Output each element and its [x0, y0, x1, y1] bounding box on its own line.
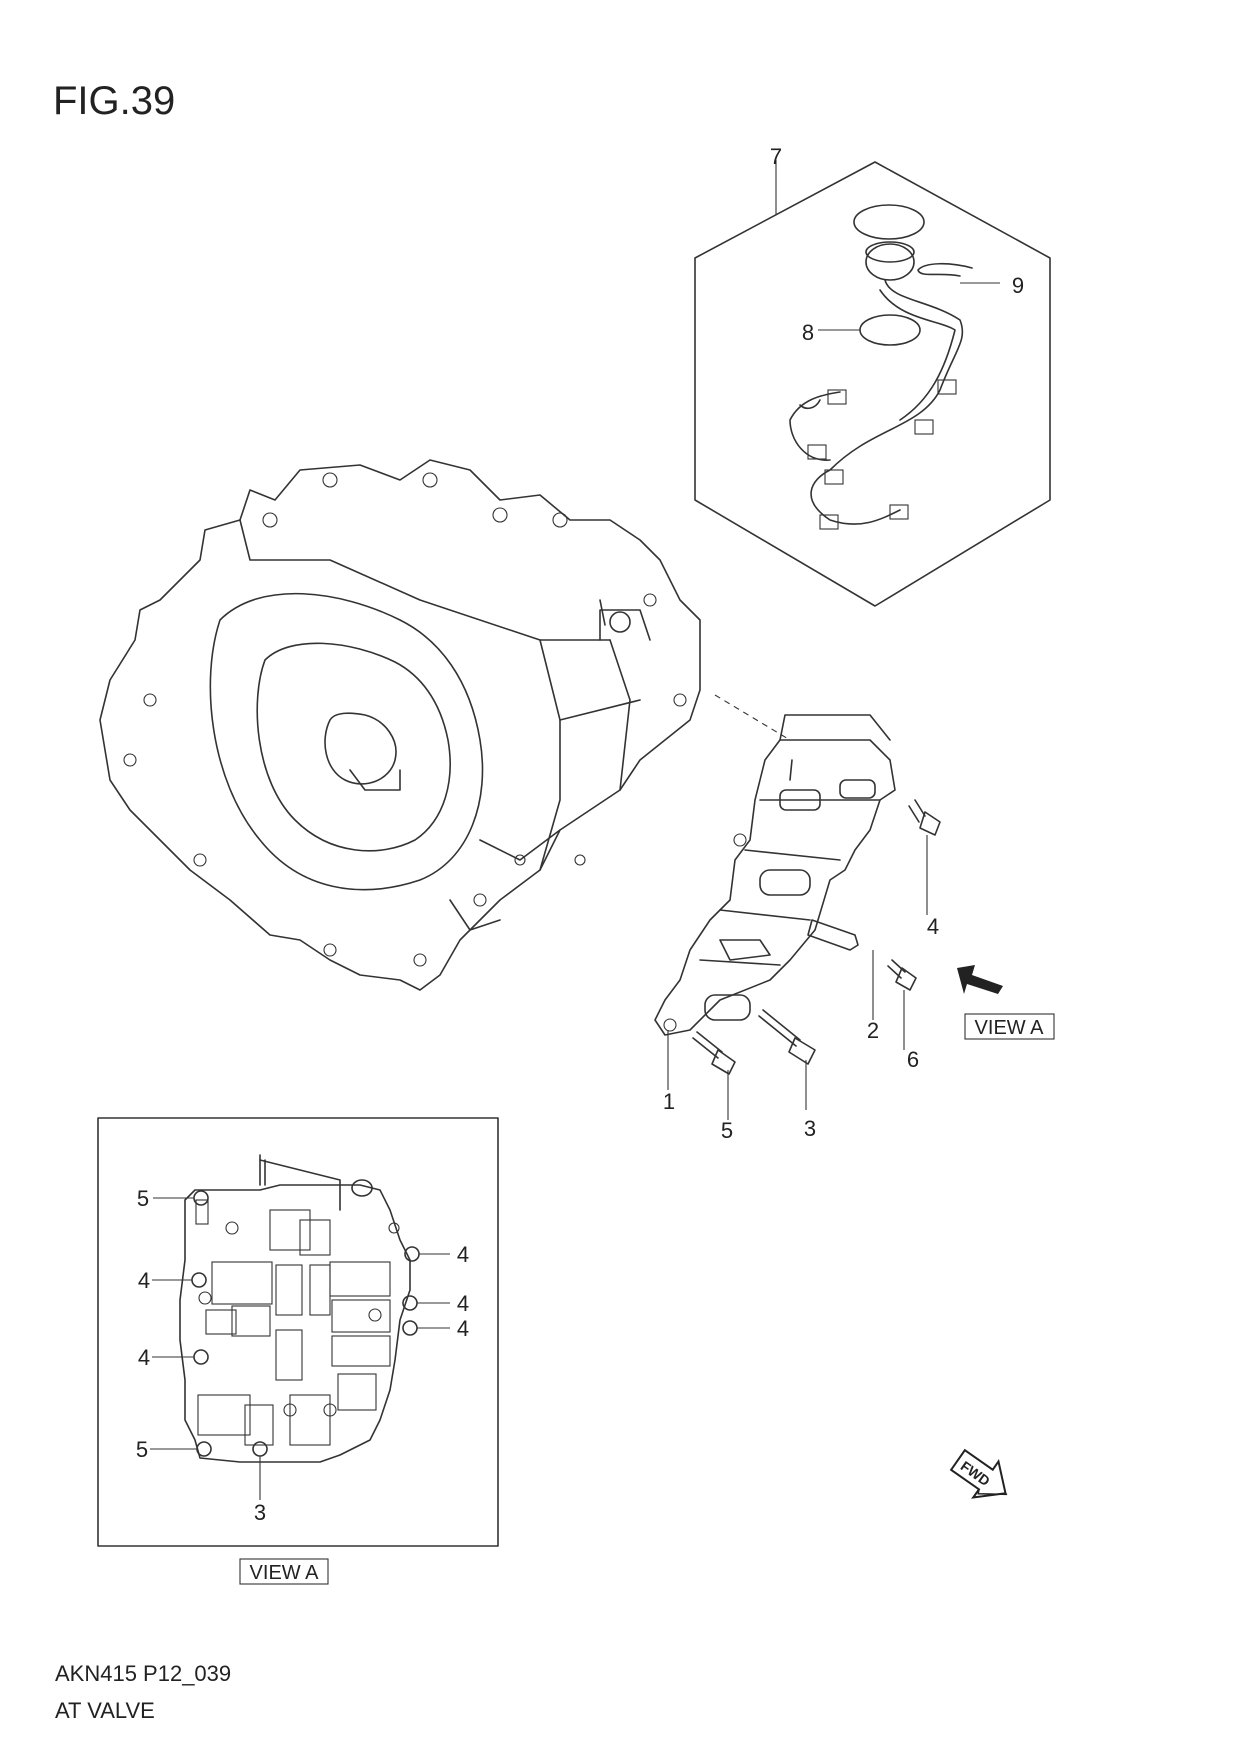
callout-1: 1 [663, 1089, 675, 1114]
callout-9: 9 [1012, 273, 1024, 298]
callout-4: 4 [927, 914, 939, 939]
pin-part-2 [807, 919, 859, 951]
inset-view-a-box [239, 1558, 329, 1585]
inset-callout-4-right-1: 4 [457, 1242, 469, 1267]
inset-callout-4-left-2: 4 [138, 1345, 150, 1370]
callout-8: 8 [802, 320, 814, 345]
view-a-label: VIEW A [975, 1017, 1045, 1039]
callout-2: 2 [867, 1018, 879, 1043]
view-a-inset [97, 1117, 499, 1547]
view-a-box [964, 1013, 1055, 1040]
callout-3: 3 [804, 1116, 816, 1141]
figure-caption: AT VALVE [55, 1698, 155, 1723]
callout-5: 5 [721, 1118, 733, 1143]
bolt-3 [758, 1009, 816, 1065]
inset-callout-5-top: 5 [137, 1186, 149, 1211]
harness-kit [694, 161, 1051, 607]
view-direction-arrow [957, 965, 1003, 994]
bolt-6 [887, 959, 917, 991]
figure-title: FIG.39 [53, 79, 175, 123]
inset-callout-3: 3 [254, 1500, 266, 1525]
figure-code: AKN415 P12_039 [55, 1661, 231, 1686]
leader-lines [667, 160, 1000, 1120]
callout-7: 7 [770, 144, 782, 169]
assembly-line [714, 694, 791, 741]
inset-callout-4-left-1: 4 [138, 1268, 150, 1293]
inset-callout-5-bottom: 5 [136, 1437, 148, 1462]
valve-body [654, 714, 896, 1036]
bolt-5 [692, 1031, 736, 1075]
inset-callout-4-right-2: 4 [457, 1291, 469, 1316]
transmission-case [99, 459, 701, 991]
inset-callout-4-right-3: 4 [457, 1316, 469, 1341]
bolt-4 [908, 799, 941, 836]
fwd-arrow-icon: FWD [949, 1448, 1008, 1499]
inset-view-a-label: VIEW A [250, 1562, 320, 1584]
callout-6: 6 [907, 1047, 919, 1072]
